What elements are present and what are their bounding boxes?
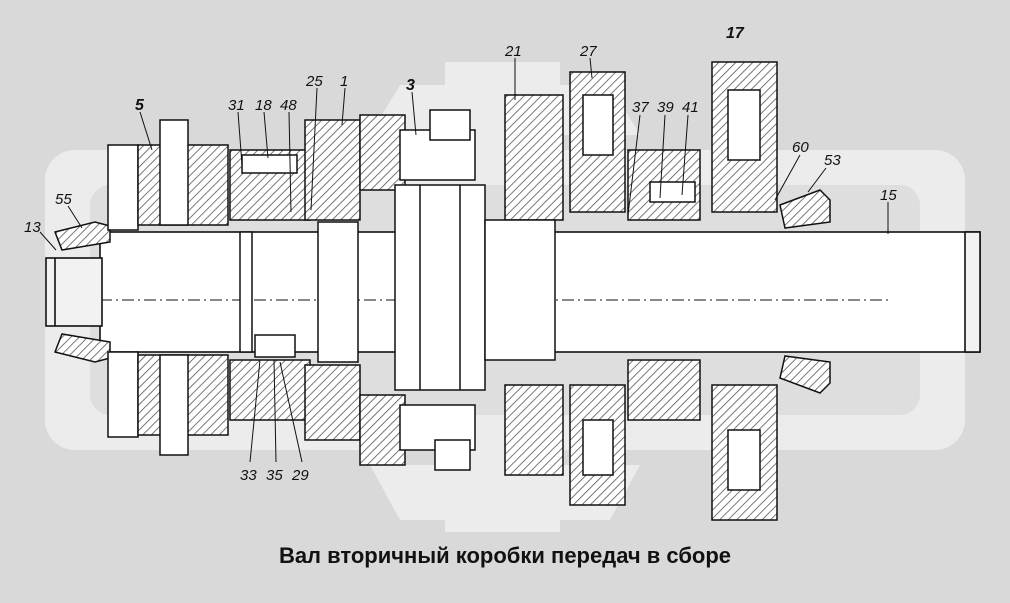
callout-1: 1	[340, 73, 348, 90]
gear-21	[484, 94, 564, 476]
bearing-53	[779, 189, 831, 394]
leader-lines	[39, 57, 889, 463]
synchronizer-3	[359, 109, 486, 471]
synchronizer-18	[229, 149, 311, 421]
callout-35: 35	[266, 467, 283, 484]
diagram-caption: Вал вторичный коробки передач в сборе	[278, 543, 732, 568]
callout-labels: 13 55 5 31 18 48 25 1 3 21 27 37 39 41 1…	[24, 25, 897, 484]
callout-27: 27	[579, 43, 597, 60]
gear-5	[107, 119, 229, 456]
callout-48: 48	[280, 97, 297, 114]
callout-41: 41	[682, 99, 699, 116]
callout-21: 21	[504, 43, 522, 60]
callout-13: 13	[24, 219, 41, 236]
callout-31: 31	[228, 97, 245, 114]
callout-5: 5	[135, 97, 145, 114]
gear-1	[304, 119, 361, 441]
callout-18: 18	[255, 97, 272, 114]
callout-39: 39	[657, 99, 674, 116]
gear-17	[711, 61, 778, 521]
callout-60: 60	[792, 139, 809, 156]
callout-3: 3	[406, 77, 415, 94]
callout-29: 29	[291, 467, 309, 484]
synchronizer-39	[627, 149, 701, 421]
callout-25: 25	[305, 73, 323, 90]
bearing-55	[53, 221, 111, 363]
callout-55: 55	[55, 191, 72, 208]
callout-15: 15	[880, 187, 897, 204]
callout-17: 17	[726, 25, 745, 42]
gear-27	[569, 71, 626, 506]
callout-33: 33	[240, 467, 257, 484]
callout-53: 53	[824, 152, 841, 169]
callout-37: 37	[632, 99, 649, 116]
